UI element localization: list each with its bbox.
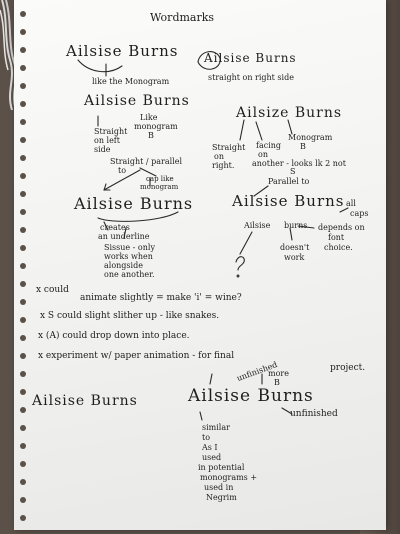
note-7a: Parallel to bbox=[268, 177, 310, 186]
bullet-4a: x experiment w/ paper animation - for fi… bbox=[38, 351, 235, 361]
note-3d: Like bbox=[140, 113, 158, 122]
note-7g: depends on bbox=[318, 223, 365, 232]
final-note-d: unfinished bbox=[290, 409, 338, 419]
note-7j: doesn't bbox=[280, 243, 310, 252]
final-note-h: used bbox=[202, 453, 222, 462]
note-5c: cap like bbox=[146, 175, 174, 183]
note-6e: alongside bbox=[104, 261, 143, 270]
wordmark-1: Ailsise Burns bbox=[66, 42, 179, 60]
final-note-l: Negrim bbox=[206, 493, 237, 502]
note-4a: Straight bbox=[212, 143, 246, 152]
note-3a: Straight bbox=[94, 127, 128, 136]
notebook-page bbox=[14, 0, 386, 530]
note-6a: creates bbox=[100, 223, 130, 232]
note-3e: monogram bbox=[134, 122, 178, 131]
note-7k: work bbox=[284, 253, 305, 262]
note-7e: Ailsise bbox=[244, 221, 271, 230]
wordmark-3: Ailsise Burns bbox=[84, 93, 190, 109]
note-3b: on left bbox=[94, 136, 120, 145]
final-note-c: B bbox=[274, 378, 280, 387]
note-1: like the Monogram bbox=[92, 77, 170, 86]
final-note-f: to bbox=[202, 433, 211, 442]
bullet-1a: x could bbox=[36, 285, 69, 295]
bullet-2: x S could slight slither up - like snake… bbox=[40, 311, 220, 321]
wordmark-5: Ailsise Burns bbox=[74, 194, 194, 213]
note-4g: Monogram bbox=[288, 133, 333, 142]
note-4b: on bbox=[214, 152, 224, 161]
note-5b: to bbox=[118, 166, 127, 175]
bullet-4b: project. bbox=[330, 363, 366, 373]
note-4h: B bbox=[300, 142, 306, 151]
note-4c: right. bbox=[212, 161, 235, 170]
final-note-g: As I bbox=[202, 443, 218, 452]
final-note-i: in potential bbox=[198, 463, 245, 472]
wordmark-2: Ailsise Burns bbox=[204, 51, 297, 65]
note-7h: font bbox=[328, 233, 345, 242]
final-note-b: more bbox=[268, 369, 289, 378]
final-wordmark-2: Ailsise Burns bbox=[188, 386, 314, 406]
note-5d: monogram bbox=[140, 183, 179, 191]
bullet-3: x (A) could drop down into place. bbox=[38, 331, 190, 341]
note-6d: works when bbox=[104, 252, 153, 261]
note-7d: caps bbox=[350, 209, 369, 218]
note-6c: Sissue - only bbox=[104, 243, 155, 252]
wordmark-4: Ailsize Burns bbox=[236, 105, 343, 121]
note-7i: choice. bbox=[324, 243, 353, 252]
wordmark-6: Ailsise Burns bbox=[232, 192, 345, 210]
note-2: straight on right side bbox=[208, 73, 294, 82]
note-3f: B bbox=[148, 131, 154, 140]
note-4e: on bbox=[258, 150, 268, 159]
note-5a: Straight / parallel bbox=[110, 157, 183, 166]
final-wordmark-1: Ailsise Burns bbox=[32, 393, 138, 409]
page-title: Wordmarks bbox=[150, 11, 215, 24]
note-4f: another - looks lk 2 not bbox=[252, 159, 346, 168]
note-3c: side bbox=[94, 145, 111, 154]
note-6f: one another. bbox=[104, 270, 155, 279]
note-4d: facing bbox=[256, 141, 282, 150]
final-note-k: used in bbox=[204, 483, 234, 492]
spiral-binding bbox=[20, 11, 26, 521]
final-note-e: similar bbox=[202, 423, 230, 432]
final-note-j: monograms + bbox=[200, 473, 258, 482]
note-7c: all bbox=[346, 199, 356, 208]
bullet-1b: animate slightly = make 'i' = wine? bbox=[80, 293, 242, 303]
note-7b: S bbox=[290, 167, 296, 176]
note-6b: an underline bbox=[98, 232, 150, 241]
note-7f: burns bbox=[284, 221, 308, 230]
